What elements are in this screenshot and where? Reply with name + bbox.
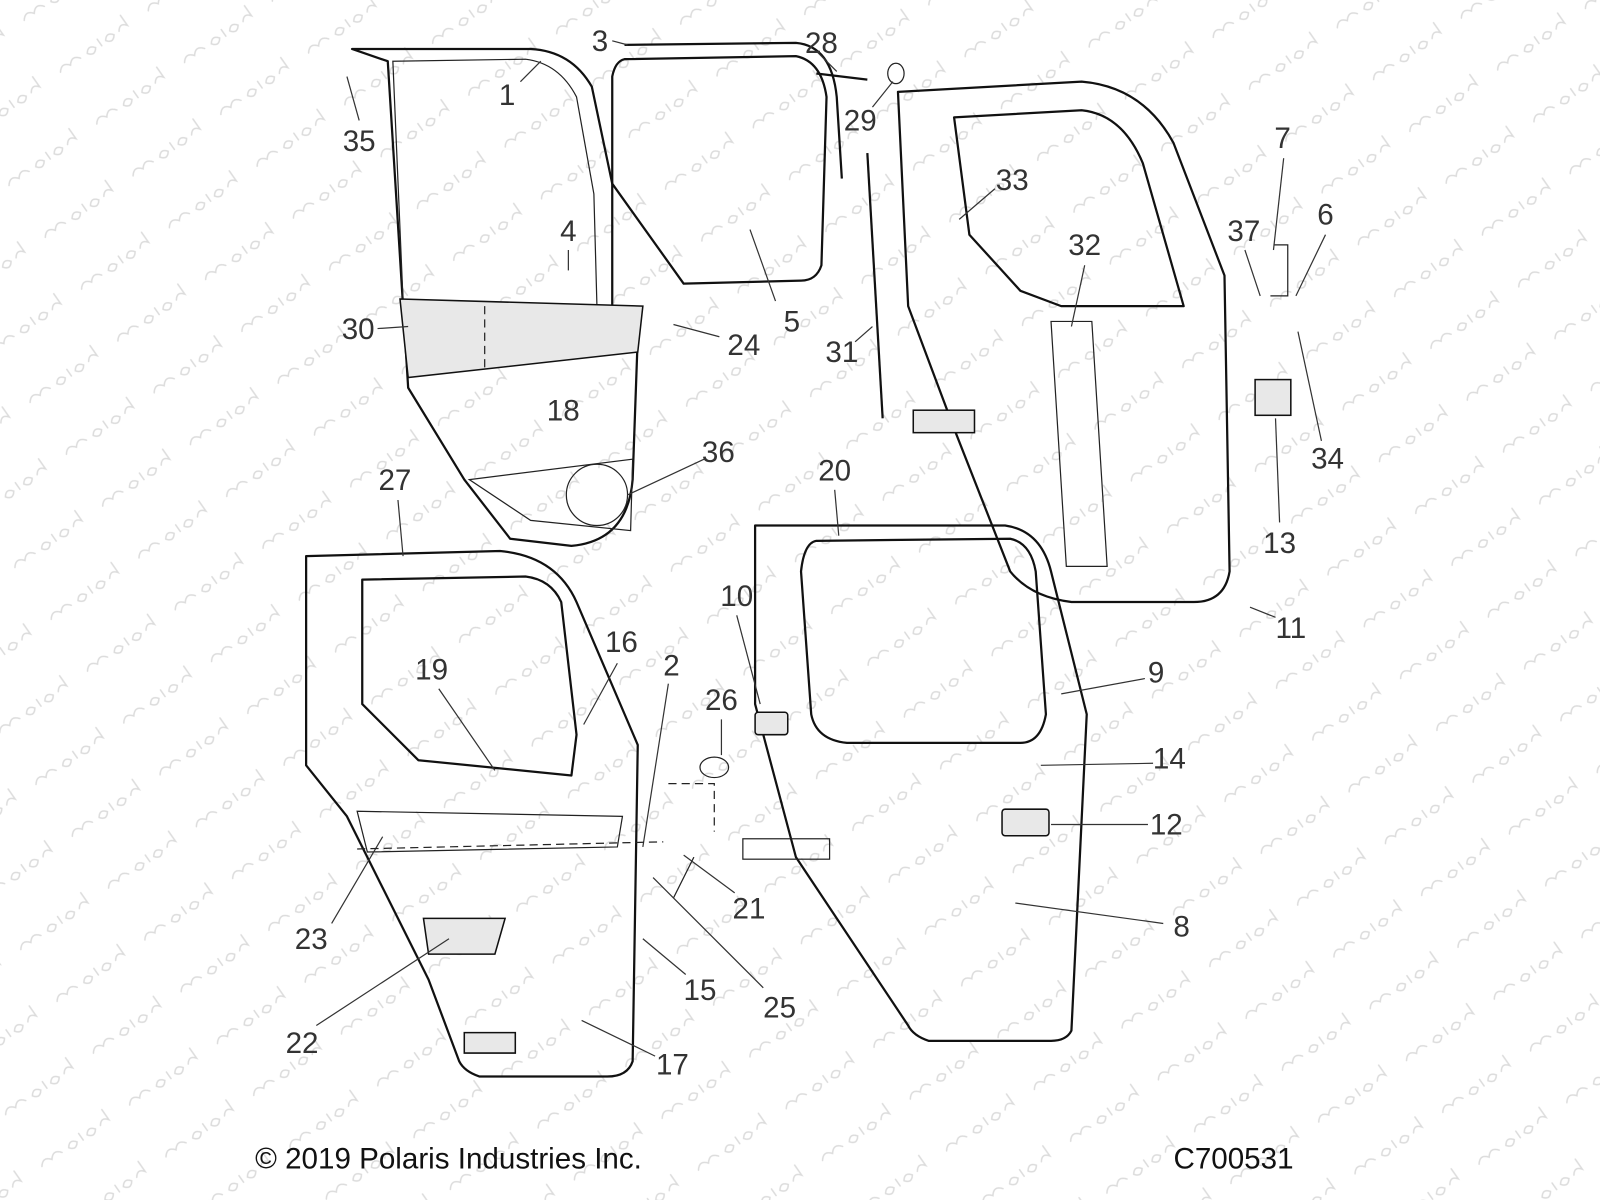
diagram-id: C700531 — [1173, 1142, 1293, 1175]
callout-29: 29 — [844, 105, 877, 138]
callout-14: 14 — [1153, 742, 1186, 775]
callout-7: 7 — [1274, 122, 1290, 155]
callout-12: 12 — [1150, 809, 1183, 842]
callout-5: 5 — [784, 306, 800, 339]
callout-20: 20 — [818, 455, 851, 488]
callout-15: 15 — [684, 974, 717, 1007]
callout-22: 22 — [286, 1027, 319, 1060]
callout-11: 11 — [1275, 612, 1306, 645]
leader-lines — [315, 40, 1327, 1057]
callout-1: 1 — [499, 79, 515, 112]
callout-6: 6 — [1317, 198, 1333, 231]
callout-9: 9 — [1148, 657, 1164, 690]
callout-33: 33 — [996, 164, 1029, 197]
callout-8: 8 — [1173, 911, 1189, 944]
copyright-text: © 2019 Polaris Industries Inc. — [255, 1142, 642, 1175]
callout-27: 27 — [378, 464, 411, 497]
outer-door-panel — [672, 524, 1088, 1042]
callout-28: 28 — [805, 27, 838, 60]
callout-10: 10 — [720, 580, 753, 613]
inner-door-assembly — [896, 80, 1292, 604]
callout-4: 4 — [560, 215, 576, 248]
callout-35: 35 — [343, 125, 376, 158]
callout-3: 3 — [592, 25, 608, 58]
callout-25: 25 — [763, 991, 796, 1024]
callout-24: 24 — [727, 329, 760, 362]
callout-32: 32 — [1068, 229, 1101, 262]
callout-13: 13 — [1263, 527, 1296, 560]
callout-2: 2 — [663, 650, 679, 683]
callout-labels: 1 2 3 4 5 6 7 8 9 10 11 12 13 14 15 16 1… — [286, 25, 1344, 1081]
callout-31: 31 — [825, 336, 858, 369]
callout-36: 36 — [702, 436, 735, 469]
small-parts — [816, 62, 905, 419]
callout-16: 16 — [605, 626, 638, 659]
callout-23: 23 — [295, 923, 328, 956]
callout-19: 19 — [415, 654, 448, 687]
callout-30: 30 — [342, 313, 375, 346]
callout-37: 37 — [1227, 215, 1260, 248]
callout-21: 21 — [733, 892, 766, 925]
callout-18: 18 — [547, 394, 580, 427]
callout-26: 26 — [705, 684, 738, 717]
callout-34: 34 — [1311, 442, 1344, 475]
inner-trim-panel — [305, 549, 639, 1078]
callout-17: 17 — [656, 1048, 689, 1081]
